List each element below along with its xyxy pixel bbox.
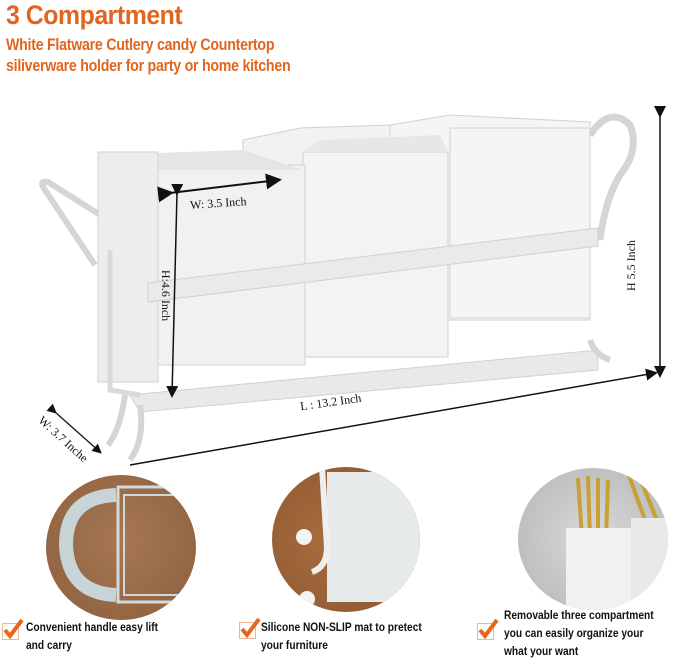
feature-text-line: your furniture bbox=[261, 638, 328, 652]
product-subtitle-line2: siliverware holder for party or home kit… bbox=[6, 57, 291, 75]
removable-compartment-image bbox=[518, 468, 668, 610]
total-height-label: H 5.5 Inch bbox=[624, 240, 638, 291]
nonslip-foot-closeup-image bbox=[272, 467, 420, 612]
compartment-height-label: H:4.6 Inch bbox=[159, 269, 174, 322]
orange-checkmark-icon bbox=[239, 617, 261, 639]
handle-closeup-image bbox=[46, 475, 196, 620]
feature-text-line: you can easily organize your bbox=[504, 626, 644, 640]
feature-text-line: Removable three compartment bbox=[504, 608, 654, 622]
feature-text-line: Silicone NON-SLIP mat to pretect bbox=[261, 620, 422, 634]
feature-text-line: and carry bbox=[26, 638, 72, 652]
orange-checkmark-icon bbox=[477, 618, 499, 640]
cutlery-holder-illustration bbox=[39, 106, 666, 466]
product-title: 3 Compartment bbox=[6, 0, 183, 30]
feature-text-line: Convenient handle easy lift bbox=[26, 620, 159, 634]
feature-text-line: what your want bbox=[504, 644, 579, 658]
product-subtitle-line1: White Flatware Cutlery candy Countertop bbox=[6, 36, 275, 54]
orange-checkmark-icon bbox=[2, 618, 24, 640]
